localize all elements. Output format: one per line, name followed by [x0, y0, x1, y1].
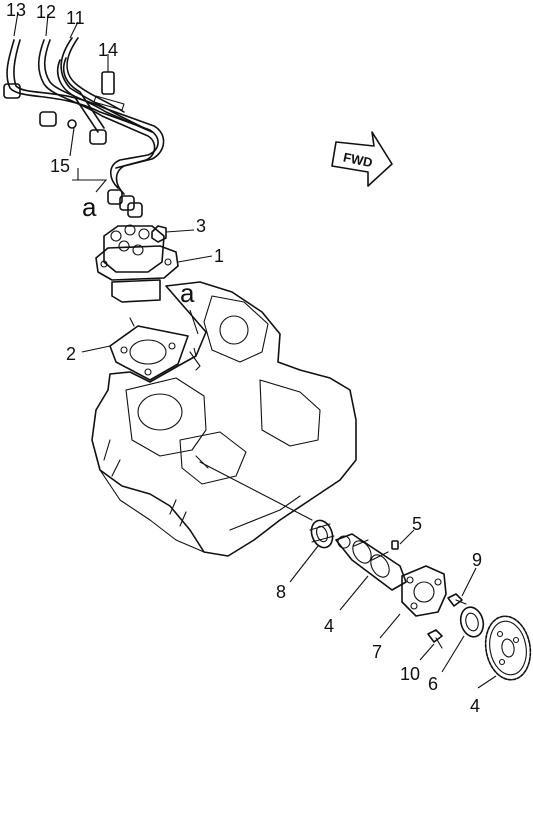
- callout-5: 5: [412, 514, 422, 534]
- injection-pump: [95, 224, 179, 303]
- reference-a-pump: a: [180, 278, 195, 308]
- callout-13: 13: [6, 0, 26, 20]
- thrust-plate: [401, 565, 447, 617]
- reference-a-lines: a: [82, 192, 97, 222]
- callout-3: 3: [196, 216, 206, 236]
- callout-4a: 4: [324, 616, 334, 636]
- callout-2: 2: [66, 344, 76, 364]
- camshaft: [335, 533, 407, 591]
- callout-7: 7: [372, 642, 382, 662]
- reference-letters: a a: [82, 192, 195, 308]
- callout-4b: 4: [470, 696, 480, 716]
- callout-1: 1: [214, 246, 224, 266]
- key: [391, 540, 399, 550]
- bearing: [309, 519, 335, 549]
- engine-block: [91, 281, 357, 557]
- spacer: [459, 606, 485, 638]
- callout-8: 8: [276, 582, 286, 602]
- bolt: [447, 593, 467, 607]
- injection-lines: [3, 37, 165, 218]
- forward-direction-arrow: FWD: [331, 131, 393, 187]
- callout-numbers: 13 12 11 14 15 3 1 2 5 8 9 4 7 10 6 4: [6, 0, 482, 716]
- leader-lines: [13, 11, 497, 689]
- callout-11: 11: [66, 8, 85, 28]
- callout-6: 6: [428, 674, 438, 694]
- callout-12: 12: [36, 2, 56, 22]
- gasket: [109, 317, 201, 381]
- direction-label: FWD: [342, 149, 374, 170]
- bolt-10: [427, 629, 443, 649]
- callout-10: 10: [400, 664, 420, 684]
- cam-gear: [484, 615, 532, 681]
- callout-14: 14: [98, 40, 118, 60]
- callout-15: 15: [50, 156, 70, 176]
- callout-9: 9: [472, 550, 482, 570]
